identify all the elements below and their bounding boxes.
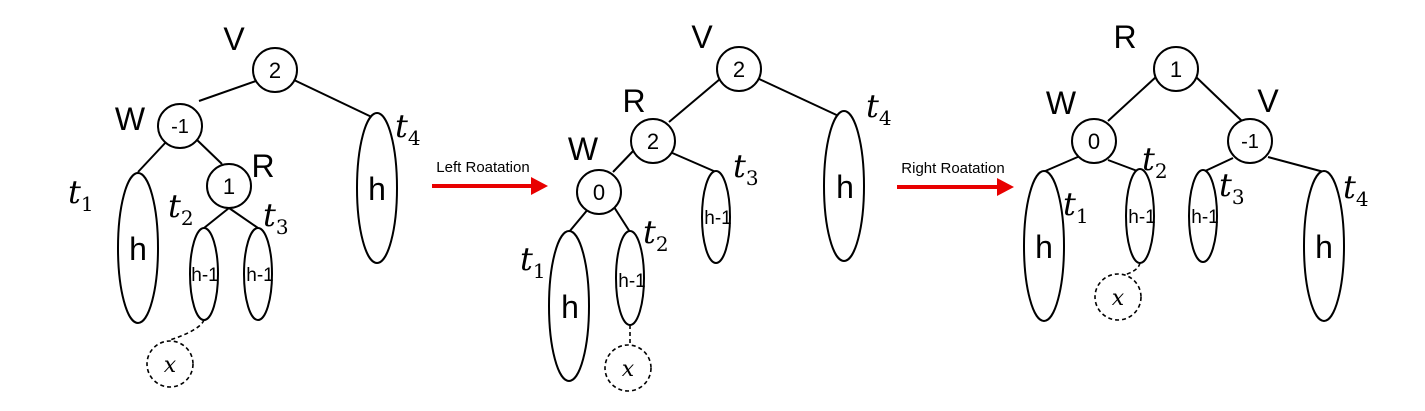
edge-t2-x xyxy=(169,319,205,341)
node-w-name: W xyxy=(1046,85,1077,121)
subtree-t3-label: t3 xyxy=(1219,166,1245,209)
edge-w-t2 xyxy=(1107,159,1141,173)
subtree-t2 xyxy=(189,227,219,321)
subtree-t1 xyxy=(1023,170,1065,322)
node-r xyxy=(206,163,252,209)
edge-w-r xyxy=(195,138,223,165)
edge-r-w xyxy=(612,148,636,173)
node-w-balance: -1 xyxy=(171,116,189,138)
subtree-t4-height: h xyxy=(368,171,386,207)
node-r-balance: 1 xyxy=(1170,57,1182,82)
subtree-t4 xyxy=(356,112,398,264)
inserted-node-x xyxy=(146,340,194,388)
node-r-balance: 1 xyxy=(223,174,235,199)
right-rotation-label: Right Roatation xyxy=(901,160,1004,177)
inserted-node-x-label: x xyxy=(622,357,635,382)
edge-r-t2 xyxy=(203,207,230,229)
subtree-t1-height: h xyxy=(1035,229,1053,265)
tree-1: h h-1 h-1 h t1 t2 t3 t4 2 V -1 W 1 R x xyxy=(68,21,421,388)
subtree-t2-height: h-1 xyxy=(618,271,645,292)
subtree-t4-height: h xyxy=(836,169,854,205)
edge-v-w xyxy=(198,80,257,102)
edge-w-t1 xyxy=(137,140,168,173)
node-w-balance: 0 xyxy=(1088,129,1100,154)
subtree-t2 xyxy=(615,230,645,326)
right-rotation-arrow: Right Roatation xyxy=(897,160,1014,196)
subtree-t4-label: t4 xyxy=(1343,168,1369,211)
node-v-balance: 2 xyxy=(269,58,281,83)
subtree-t2-label: t2 xyxy=(168,187,194,230)
node-v xyxy=(716,46,762,92)
node-v-balance: -1 xyxy=(1241,131,1259,153)
edge-v-t4 xyxy=(756,77,844,119)
subtree-t2-height: h-1 xyxy=(191,265,218,286)
left-rotation-head xyxy=(531,177,548,195)
node-r xyxy=(1153,46,1199,92)
node-v xyxy=(1227,118,1273,164)
left-rotation-arrow: Left Roatation xyxy=(432,159,548,195)
edge-w-t2 xyxy=(613,206,631,233)
node-v xyxy=(252,47,298,93)
subtree-t3-height: h-1 xyxy=(1191,207,1218,228)
edge-w-t1 xyxy=(568,207,590,233)
edge-v-t4 xyxy=(1267,156,1325,173)
subtree-t3 xyxy=(701,170,731,264)
left-rotation-label: Left Roatation xyxy=(436,159,529,176)
subtree-t4 xyxy=(1303,170,1345,322)
right-rotation-head xyxy=(997,178,1014,196)
node-r-name: R xyxy=(1113,19,1136,55)
node-v-name: V xyxy=(691,19,713,55)
node-r-balance: 2 xyxy=(647,129,659,154)
node-w-name: W xyxy=(568,131,599,167)
subtree-t3-height: h-1 xyxy=(704,208,731,229)
subtree-t3 xyxy=(1188,169,1218,263)
node-v-balance: 2 xyxy=(733,57,745,82)
edge-w-t1 xyxy=(1042,155,1081,173)
tree-3: h h-1 h-1 h t1 t2 t3 t4 1 R 0 W -1 V x xyxy=(1023,19,1369,322)
subtree-t2-label: t2 xyxy=(643,213,669,256)
node-w-balance: 0 xyxy=(593,180,605,205)
edge-r-t3 xyxy=(669,151,717,173)
subtree-t4-label: t4 xyxy=(866,87,892,130)
node-w xyxy=(576,169,622,215)
subtree-t2-height: h-1 xyxy=(1128,207,1155,228)
node-r-name: R xyxy=(251,148,274,184)
subtree-t1 xyxy=(548,230,590,382)
edge-r-w xyxy=(1107,75,1158,122)
subtree-t3-label: t3 xyxy=(733,147,759,190)
node-v-name: V xyxy=(1257,83,1279,119)
subtree-t4 xyxy=(823,110,865,262)
subtree-t4-label: t4 xyxy=(395,107,421,150)
node-w-name: W xyxy=(115,101,146,137)
inserted-node-x-label: x xyxy=(164,353,177,378)
edge-r-t3 xyxy=(228,207,259,229)
edge-v-t4 xyxy=(293,79,379,121)
subtree-t2-label: t2 xyxy=(1142,140,1168,183)
subtree-t1-label: t1 xyxy=(520,240,546,283)
subtree-t4-height: h xyxy=(1315,229,1333,265)
subtree-t2 xyxy=(1125,168,1155,264)
subtree-t3-label: t3 xyxy=(263,196,289,239)
node-r xyxy=(630,118,676,164)
edge-r-v xyxy=(1194,75,1243,122)
subtree-t1-label: t1 xyxy=(68,173,94,216)
subtree-t1 xyxy=(117,172,159,324)
inserted-node-x xyxy=(604,344,652,392)
node-r-name: R xyxy=(622,83,645,119)
tree-2: h h-1 h-1 h t1 t2 t3 t4 2 V 2 R 0 W x xyxy=(520,19,892,392)
subtree-t1-height: h xyxy=(129,231,147,267)
node-v-name: V xyxy=(223,21,245,57)
subtree-t3 xyxy=(243,227,273,321)
node-w xyxy=(1071,118,1117,164)
node-w xyxy=(157,103,203,149)
subtree-t3-height: h-1 xyxy=(246,265,273,286)
edge-v-r xyxy=(668,78,721,123)
inserted-node-x-label: x xyxy=(1112,286,1125,311)
inserted-node-x xyxy=(1094,273,1142,321)
subtree-t1-label: t1 xyxy=(1063,185,1089,228)
edge-v-t3 xyxy=(1202,157,1234,173)
subtree-t1-height: h xyxy=(561,289,579,325)
